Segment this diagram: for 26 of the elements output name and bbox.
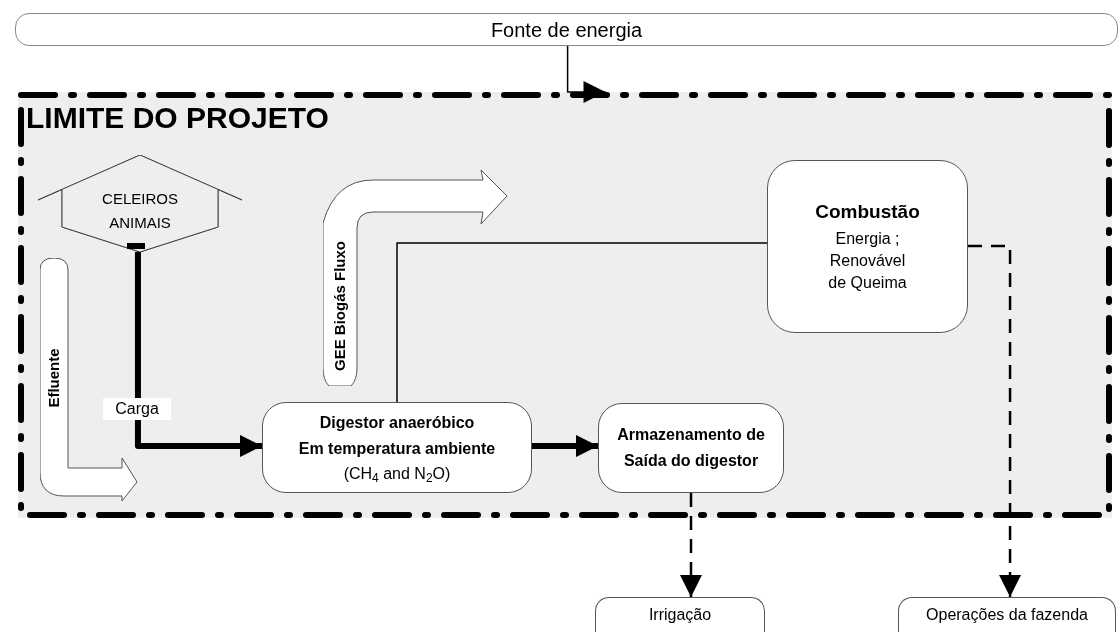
node-label: Fonte de energia	[490, 17, 643, 43]
node-label: Armazenamento de Saída do digestor	[616, 425, 766, 471]
destination-box	[898, 597, 1116, 632]
process-box	[767, 160, 968, 333]
edge-label: Carga	[103, 398, 171, 420]
node-label: (CH$_{4}$ and N$_{2}$O)	[343, 463, 451, 486]
node-label: Efluente	[44, 347, 63, 410]
arrow	[680, 493, 702, 597]
node-label: CELEIROS ANIMAIS	[101, 189, 179, 233]
node-label: Digestor anaeróbico	[319, 412, 475, 433]
energy-source-bar	[15, 13, 1118, 46]
arrow	[532, 435, 598, 458]
node-label: Irrigação	[648, 605, 712, 625]
node-label: Em temperatura ambiente	[298, 438, 496, 459]
boundary-title: LIMITE DO PROJETO	[26, 100, 329, 136]
process-box	[598, 403, 784, 493]
node-label: GEE Biogás Fluxo	[330, 240, 349, 373]
node-label: Combustão	[815, 199, 920, 224]
destination-box	[595, 597, 765, 632]
arrow	[566, 45, 607, 103]
arrow	[968, 244, 1022, 597]
project-boundary	[18, 92, 1112, 518]
node-label: Energia ; Renovável de Queima	[827, 228, 908, 293]
arrow	[134, 252, 262, 458]
node-label: Operações da fazenda	[926, 605, 1088, 625]
process-box	[262, 402, 532, 493]
